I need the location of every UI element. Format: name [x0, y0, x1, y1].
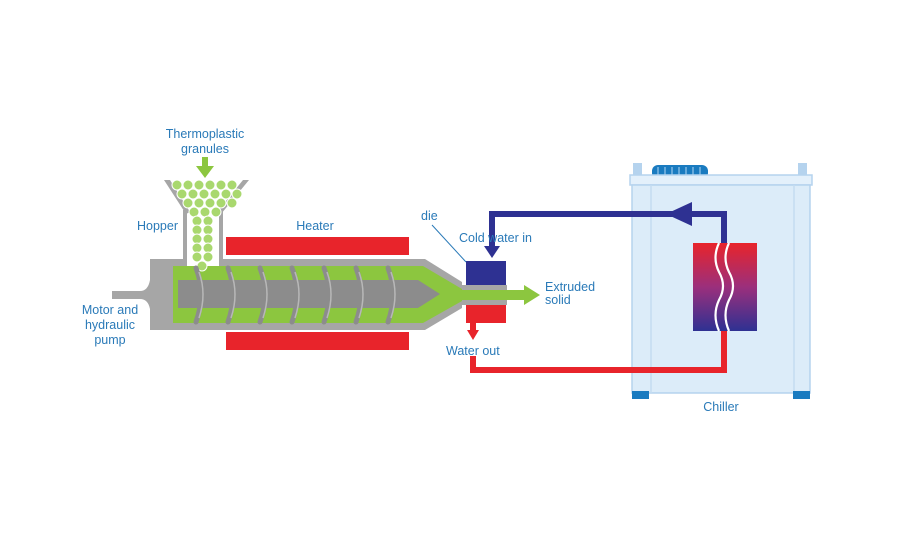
label-heater: Heater — [296, 219, 334, 233]
label-extruded-1: Extruded — [545, 280, 595, 294]
label-die: die — [421, 209, 438, 223]
chiller-post-right — [798, 163, 807, 175]
label-motor-1: Motor and — [82, 303, 138, 317]
heater-bottom — [226, 332, 409, 350]
heater-top — [226, 237, 409, 255]
label-cold-water-in: Cold water in — [459, 231, 532, 245]
extruder-screw — [178, 265, 440, 325]
granule-arrow-icon — [196, 157, 214, 178]
label-hopper: Hopper — [137, 219, 178, 233]
label-granules-2: granules — [181, 142, 229, 156]
hot-water-line — [470, 331, 727, 373]
die-pointer — [431, 224, 467, 263]
label-motor-2: hydraulic — [85, 318, 135, 332]
chiller-foot-right — [793, 391, 810, 399]
die-cooling-hot — [466, 305, 506, 323]
water-out-arrow-icon — [467, 330, 479, 340]
chiller-heat-exchanger — [693, 242, 757, 332]
cold-water-arrow-icon — [484, 246, 500, 258]
chiller-top-rim — [629, 174, 813, 186]
extruded-solid — [462, 290, 524, 300]
chiller-foot-left — [632, 391, 649, 399]
cold-water-line — [484, 202, 727, 258]
die-cooling-cold — [466, 261, 506, 285]
chiller-return-arrow-icon — [666, 202, 692, 226]
label-extruded-2: solid — [545, 293, 571, 307]
label-granules-1: Thermoplastic — [166, 127, 245, 141]
extruded-arrow-icon — [524, 285, 540, 305]
motor-drive-shaft — [112, 259, 164, 330]
label-motor-3: pump — [94, 333, 125, 347]
label-chiller: Chiller — [703, 400, 738, 414]
label-water-out: Water out — [446, 344, 500, 358]
granules — [171, 179, 243, 272]
chiller-post-left — [633, 163, 642, 175]
